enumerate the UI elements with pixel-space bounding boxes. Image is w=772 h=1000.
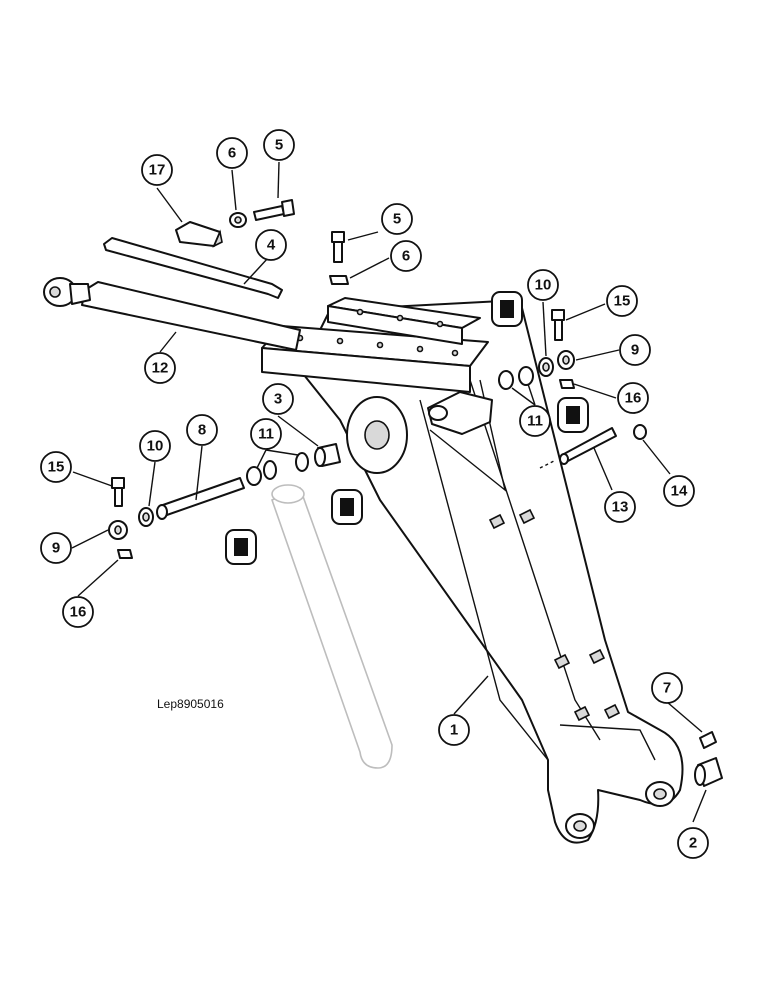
block-part-17	[175, 221, 223, 248]
washer-part-10-right	[538, 357, 554, 377]
svg-text:6: 6	[228, 145, 236, 162]
bushing-part-2	[694, 757, 723, 787]
callout-6-top: 6	[216, 137, 248, 169]
svg-text:6: 6	[402, 248, 410, 265]
callout-4: 4	[255, 229, 287, 261]
svg-text:5: 5	[393, 211, 401, 228]
callout-15-right: 15	[606, 285, 638, 317]
callout-6-center: 6	[390, 240, 422, 272]
callout-11-right: 11	[519, 405, 551, 437]
callout-15-left: 15	[40, 451, 72, 483]
leader-lines	[71, 161, 707, 823]
bolt-part-5-center	[331, 231, 345, 263]
svg-text:16: 16	[625, 390, 642, 407]
nut-part-6-top	[229, 212, 247, 228]
reference-code: Lep8905016	[157, 697, 224, 711]
svg-text:15: 15	[48, 459, 65, 476]
svg-text:9: 9	[631, 342, 639, 359]
callout-9-right: 9	[619, 334, 651, 366]
svg-text:13: 13	[612, 499, 629, 516]
nut-part-6-center	[329, 275, 349, 285]
bolt-part-15-left	[111, 477, 125, 507]
seal-symbol-mid	[331, 489, 363, 525]
callout-8: 8	[186, 414, 218, 446]
pin-part-13	[559, 427, 617, 465]
svg-text:2: 2	[689, 835, 697, 852]
callout-7: 7	[651, 672, 683, 704]
svg-text:9: 9	[52, 540, 60, 557]
seal-symbol-right	[557, 397, 589, 433]
svg-text:8: 8	[198, 422, 206, 439]
callout-11-left: 11	[250, 418, 282, 450]
svg-text:11: 11	[258, 426, 274, 443]
svg-text:1: 1	[450, 722, 458, 739]
ring-part-14	[633, 424, 647, 440]
nut-part-16-left	[117, 549, 133, 559]
callout-3: 3	[262, 383, 294, 415]
rod-part-4	[103, 237, 283, 299]
grease-nipple-part-7	[699, 731, 717, 749]
svg-text:10: 10	[535, 277, 552, 294]
seal-part-11-right	[498, 366, 534, 390]
spacer-part-9-right	[557, 350, 575, 370]
seal-symbol-top	[491, 291, 523, 327]
callout-2: 2	[677, 827, 709, 859]
callout-12: 12	[144, 352, 176, 384]
svg-text:12: 12	[152, 360, 169, 377]
svg-text:5: 5	[275, 137, 283, 154]
callout-16-right: 16	[617, 382, 649, 414]
svg-text:15: 15	[614, 293, 631, 310]
callout-9-left: 9	[40, 532, 72, 564]
svg-text:4: 4	[267, 237, 276, 254]
svg-text:10: 10	[147, 438, 164, 455]
seal-symbol-left	[225, 529, 257, 565]
callout-14: 14	[663, 475, 695, 507]
svg-text:16: 16	[70, 604, 87, 621]
callout-5-center: 5	[381, 203, 413, 235]
spacer-part-9-left	[108, 520, 128, 540]
svg-text:3: 3	[274, 391, 282, 408]
callout-13: 13	[604, 491, 636, 523]
washer-part-10-left	[138, 507, 154, 527]
callout-10-left: 10	[139, 430, 171, 462]
callout-16-left: 16	[62, 596, 94, 628]
boom-arm-part-1	[299, 299, 684, 844]
svg-text:11: 11	[527, 413, 543, 430]
nut-part-16-right	[559, 379, 575, 389]
callout-5-top: 5	[263, 129, 295, 161]
ghost-hydraulic-cylinder	[270, 484, 393, 769]
bolt-part-15-right	[551, 309, 565, 341]
svg-text:7: 7	[663, 680, 671, 697]
pin-part-8	[156, 477, 245, 520]
svg-text:17: 17	[149, 162, 166, 179]
svg-text:14: 14	[671, 483, 688, 500]
hydraulic-cylinder-part-12	[43, 277, 301, 351]
bushing-part-3	[314, 443, 341, 467]
callout-10-right: 10	[527, 269, 559, 301]
callout-1: 1	[438, 714, 470, 746]
seal-part-11-left	[246, 452, 309, 486]
callout-17: 17	[141, 154, 173, 186]
bolt-part-5-top	[253, 199, 295, 221]
